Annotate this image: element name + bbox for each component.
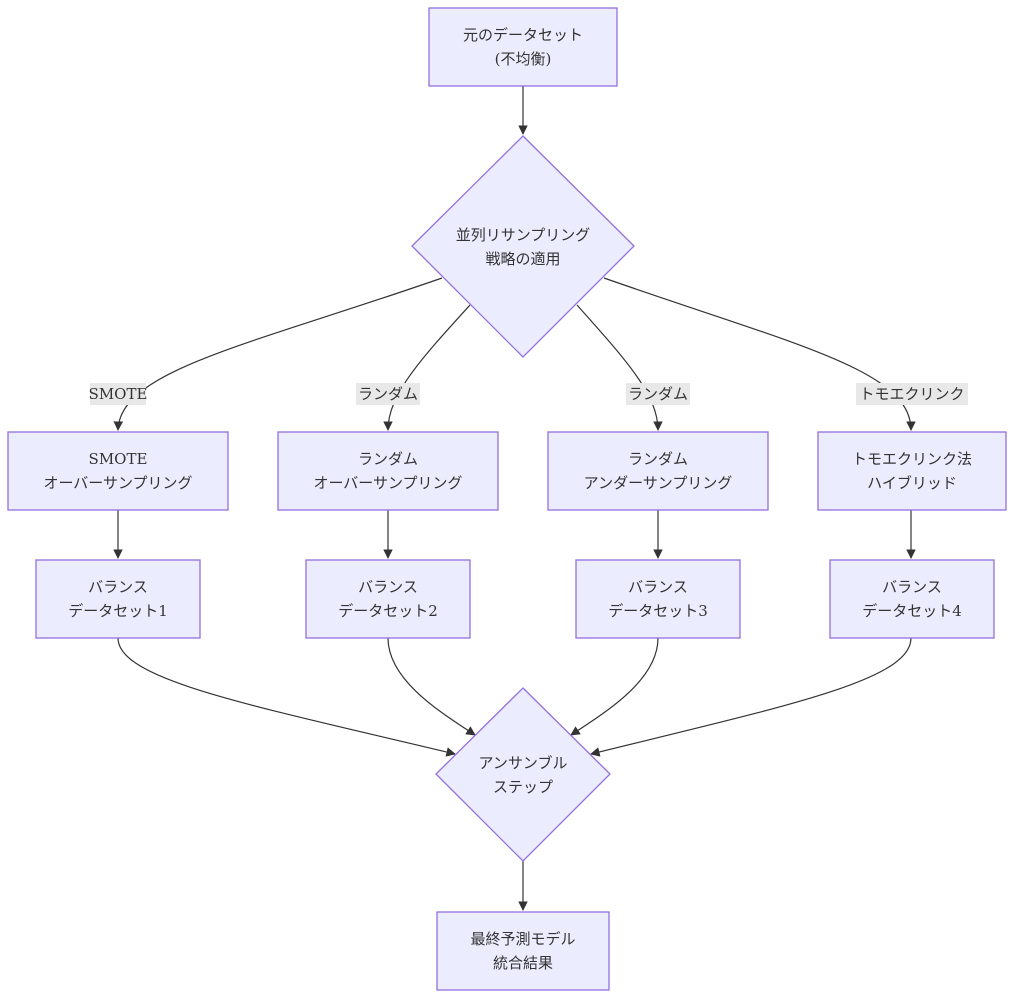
svg-text:データセット4: データセット4 <box>862 602 962 620</box>
node-balanced-dataset-3: バランス データセット3 <box>575 559 741 639</box>
svg-text:最終予測モデル: 最終予測モデル <box>470 930 575 948</box>
svg-text:ランダム: ランダム <box>358 450 418 468</box>
edge-balance1-to-ensemble <box>117 637 456 757</box>
node-balanced-dataset-4: バランス データセット4 <box>829 559 995 639</box>
svg-text:バランス: バランス <box>88 578 148 596</box>
edge-label-random-over: ランダム <box>356 383 420 405</box>
node-source-dataset: 元のデータセット (不均衡) <box>428 7 618 87</box>
svg-text:ランダム: ランダム <box>628 450 688 468</box>
svg-text:オーバーサンプリング: オーバーサンプリング <box>43 474 192 492</box>
svg-text:並列リサンプリング: 並列リサンプリング <box>456 226 591 244</box>
svg-text:バランス: バランス <box>358 578 418 596</box>
svg-text:SMOTE: SMOTE <box>89 450 148 468</box>
svg-text:ステップ: ステップ <box>493 778 553 796</box>
svg-text:アンダーサンプリング: アンダーサンプリング <box>584 474 733 492</box>
svg-text:統合結果: 統合結果 <box>493 954 553 972</box>
node-smote-oversampling: SMOTE オーバーサンプリング <box>7 431 229 511</box>
svg-text:ハイブリッド: ハイブリッド <box>867 474 957 492</box>
svg-text:アンサンブル: アンサンブル <box>479 754 568 772</box>
edge-strategy-to-random-under <box>576 304 663 431</box>
edge-strategy-to-random-over <box>383 304 471 431</box>
svg-text:SMOTE: SMOTE <box>89 385 148 403</box>
node-balanced-dataset-1: バランス データセット1 <box>35 559 201 639</box>
edge-balance2-to-ensemble <box>387 637 476 736</box>
edge-label-random-under: ランダム <box>626 383 690 405</box>
svg-text:バランス: バランス <box>628 578 688 596</box>
node-ensemble-step: アンサンブル ステップ <box>435 687 611 862</box>
svg-text:データセット2: データセット2 <box>338 602 438 620</box>
svg-text:ランダム: ランダム <box>358 385 418 403</box>
edge-labels: SMOTE ランダム ランダム トモエクリンク <box>89 383 968 405</box>
node-balanced-dataset-2: バランス データセット2 <box>305 559 471 639</box>
edge-strategy-to-smote <box>113 277 443 431</box>
edge-strategy-to-tomek <box>603 277 916 431</box>
svg-text:トモエクリンク: トモエクリンク <box>859 385 964 403</box>
svg-text:トモエクリンク法: トモエクリンク法 <box>852 450 972 468</box>
svg-text:(不均衡): (不均衡) <box>495 50 552 68</box>
node-random-undersampling: ランダム アンダーサンプリング <box>547 431 769 511</box>
edge-balance4-to-ensemble <box>590 637 912 757</box>
edge-label-tomek: トモエクリンク <box>856 383 968 405</box>
edge-balance3-to-ensemble <box>570 637 659 736</box>
node-tomek-hybrid: トモエクリンク法 ハイブリッド <box>817 431 1007 511</box>
svg-text:オーバーサンプリング: オーバーサンプリング <box>313 474 462 492</box>
node-final-model: 最終予測モデル 統合結果 <box>436 911 610 991</box>
svg-text:データセット1: データセット1 <box>68 602 168 620</box>
node-resampling-strategy: 並列リサンプリング 戦略の適用 <box>411 135 635 358</box>
svg-text:元のデータセット: 元のデータセット <box>463 26 583 44</box>
svg-text:ランダム: ランダム <box>628 385 688 403</box>
node-random-oversampling: ランダム オーバーサンプリング <box>277 431 499 511</box>
edges <box>113 86 916 911</box>
svg-text:データセット3: データセット3 <box>608 602 708 620</box>
svg-text:バランス: バランス <box>882 578 942 596</box>
svg-text:戦略の適用: 戦略の適用 <box>485 250 560 268</box>
edge-label-smote: SMOTE <box>89 383 148 405</box>
